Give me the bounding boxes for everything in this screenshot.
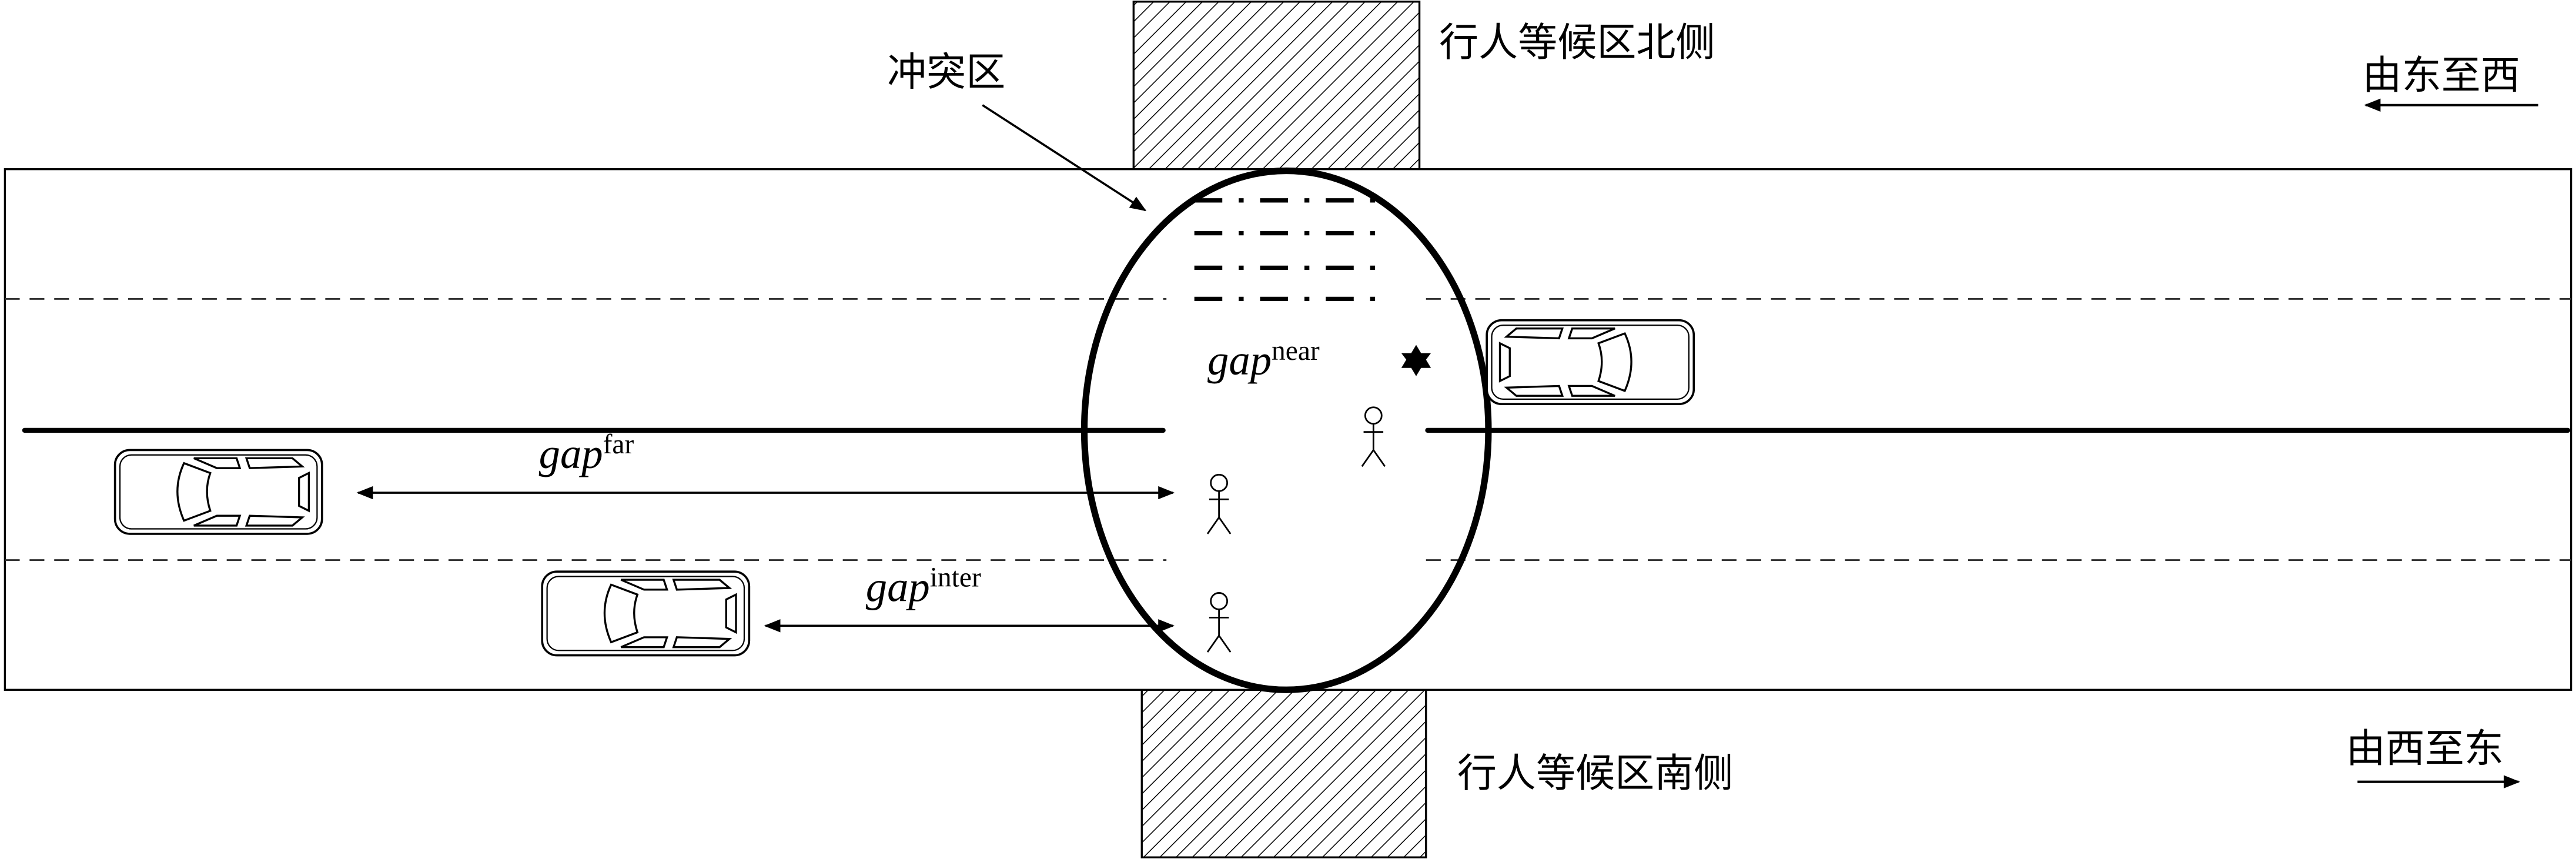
gap-inter-label: gapinter <box>866 562 981 610</box>
gap-near-label: gapnear <box>1207 336 1320 384</box>
south-waiting-area-block <box>1140 688 1427 858</box>
north-waiting-area-label: 行人等候区北侧 <box>1439 19 1715 65</box>
south-waiting-area-label: 行人等候区南侧 <box>1457 750 1733 796</box>
conflict-zone-ellipse <box>1080 167 1492 693</box>
east-to-west-label: 由东至西 <box>2363 52 2520 98</box>
conflict-zone-label: 冲突区 <box>887 49 1005 95</box>
west-to-east-label: 由西至东 <box>2346 726 2504 771</box>
crosswalk-lines <box>1194 198 1385 302</box>
car-westbound <box>1486 319 1695 406</box>
car-eastbound-far <box>113 449 323 535</box>
north-waiting-area-block <box>1132 1 1421 171</box>
conflict-zone-pointer <box>982 104 1147 212</box>
conflict-star-icon <box>1401 345 1431 376</box>
gap-far-label: gapfar <box>539 429 634 477</box>
car-eastbound-inter <box>541 570 751 657</box>
